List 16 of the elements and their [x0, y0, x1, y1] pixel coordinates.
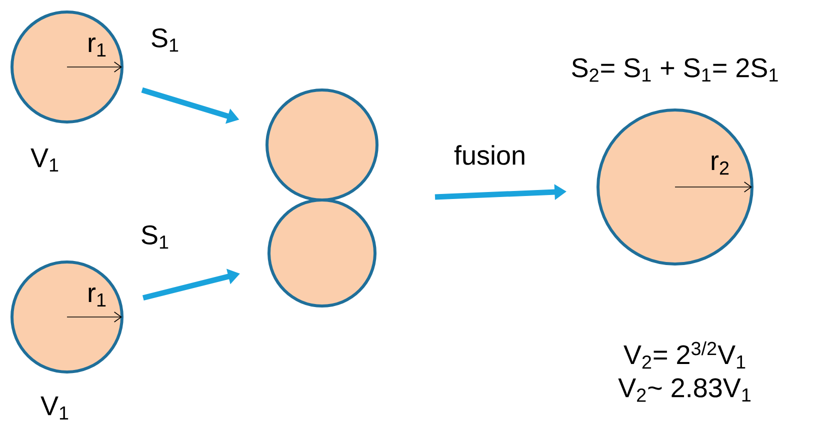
formula-label: V$_{1}$: [40, 396, 68, 420]
radius-label: r$_{1}$: [88, 288, 106, 306]
sphere: [268, 198, 376, 308]
formula-label: V$_{2}$~ 2.83V$_{1}$: [618, 378, 750, 402]
sphere: [10, 260, 124, 374]
formula-label: S$_{2}$= S$_{1}$ + S$_{1}$= 2S$_{1}$: [572, 58, 778, 82]
sphere: [10, 10, 124, 124]
radius-label: r$_{2}$: [712, 155, 729, 175]
formula-label: V$_{2}$= 2$^{3/2}$V$_{1}$: [624, 341, 746, 369]
sphere: [266, 88, 378, 202]
sphere: [596, 108, 754, 266]
formula-label: S$_{1}$: [142, 225, 168, 249]
edge-label: fusion: [454, 145, 524, 165]
radius-label: r$_{1}$: [88, 38, 106, 56]
formula-label: V$_{1}$: [30, 148, 58, 172]
formula-label: S$_{1}$: [152, 28, 178, 52]
